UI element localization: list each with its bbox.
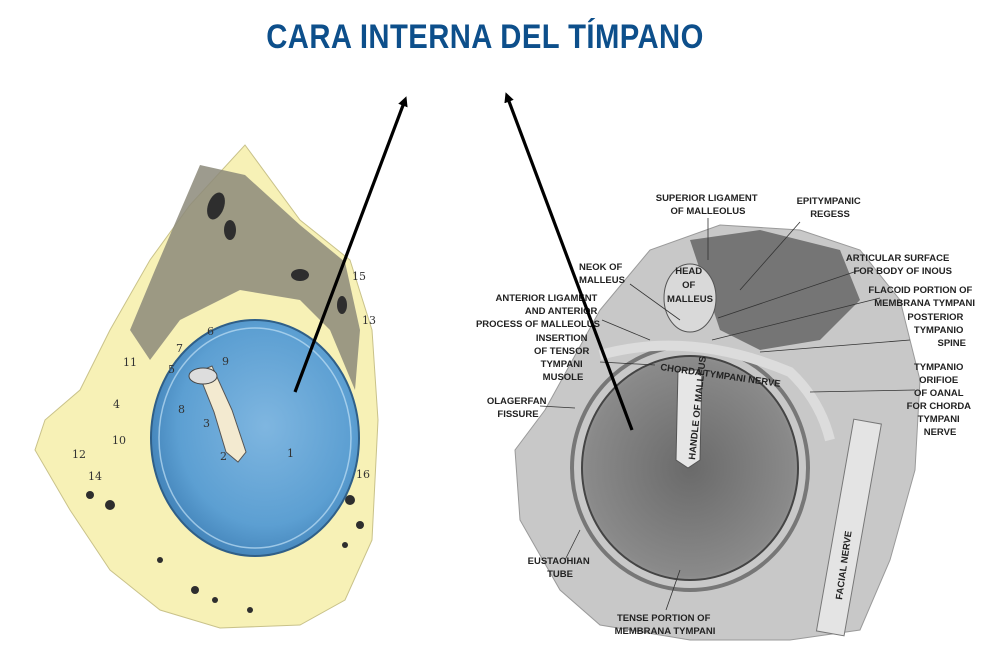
tensor-insertion-label: INSERTION OF TENSOR TYMPANI MUSOLE xyxy=(534,333,592,383)
number-label: 12 xyxy=(72,448,86,461)
head-of-malleus-right xyxy=(663,263,717,333)
page-title: CARA INTERNA DEL TÍMPANO xyxy=(266,18,704,56)
number-label: 1 xyxy=(287,447,294,460)
epitympanic-recess-label: EPITYMPANIC REGESS xyxy=(797,196,864,220)
number-label: 11 xyxy=(123,356,137,369)
chorda-tympani-nerve xyxy=(598,340,835,442)
epitympanic-recess-shading xyxy=(690,230,860,350)
number-label: 3 xyxy=(203,417,210,430)
mastoid-air-cells xyxy=(86,192,364,613)
posterior-spine-label: POSTERIOR TYMPANIO SPINE xyxy=(907,312,966,349)
flaccid-portion-label: FLACOID PORTION OF MEMBRANA TYMPANI xyxy=(868,285,975,309)
left-figure-numbers: 1 2 3 4 5 6 7 8 9 10 11 12 13 14 15 16 xyxy=(72,270,376,483)
facial-nerve-band xyxy=(815,418,882,637)
number-label: 7 xyxy=(176,342,183,355)
left-pointer-arrow xyxy=(293,96,408,393)
glaserian-fissure-label: OLAGERFAN FISSURE xyxy=(487,396,549,420)
number-label: 9 xyxy=(222,355,229,368)
number-label: 8 xyxy=(178,403,185,416)
number-label: 16 xyxy=(356,468,370,481)
number-label: 15 xyxy=(352,270,366,283)
eustachian-tube-label: EUSTAOHIAN TUBE xyxy=(528,556,593,580)
tense-portion-label: TENSE PORTION OF MEMBRANA TYMPANI xyxy=(615,613,716,637)
bone-shading xyxy=(130,165,360,390)
number-label: 2 xyxy=(220,450,227,463)
tympanic-membrane-left xyxy=(150,319,360,557)
anterior-ligament-label: ANTERIOR LIGAMENT AND ANTERIOR PROCESS O… xyxy=(476,293,600,330)
right-pointer-arrow xyxy=(504,92,634,431)
right-figure-labels: SUPERIOR LIGAMENT OF MALLEOLUS EPITYMPAN… xyxy=(476,193,975,637)
number-label: 5 xyxy=(168,363,175,376)
number-label: 13 xyxy=(362,314,376,327)
number-label: 10 xyxy=(112,434,126,447)
neck-of-malleus-label: NEOK OF MALLEUS xyxy=(579,262,625,286)
superior-ligament-label: SUPERIOR LIGAMENT OF MALLEOLUS xyxy=(656,193,761,217)
pointer-arrows xyxy=(293,92,634,431)
number-label: 4 xyxy=(113,398,120,411)
number-label: 14 xyxy=(88,470,102,483)
right-ear-illustration: CHORDA TYMPANI NERVE HANDLE OF MALLEUS F… xyxy=(514,224,921,641)
handle-of-malleus-right xyxy=(675,369,703,469)
left-ear-illustration: 1 2 3 4 5 6 7 8 9 10 11 12 13 14 15 16 xyxy=(34,144,379,629)
tympanic-orifice-label: TYMPANIO ORIFIOE OF OANAL FOR CHORDA TYM… xyxy=(907,362,974,438)
head-of-malleus-label: HEAD OF MALLEUS xyxy=(667,266,713,305)
tympanic-membrane-right xyxy=(581,355,799,581)
number-label: 6 xyxy=(207,325,214,338)
leader-lines xyxy=(539,218,916,611)
malleus-head-left xyxy=(188,367,218,385)
articular-surface-label: ARTICULAR SURFACE FOR BODY OF INOUS xyxy=(846,253,952,277)
tympanic-annulus xyxy=(158,327,352,549)
